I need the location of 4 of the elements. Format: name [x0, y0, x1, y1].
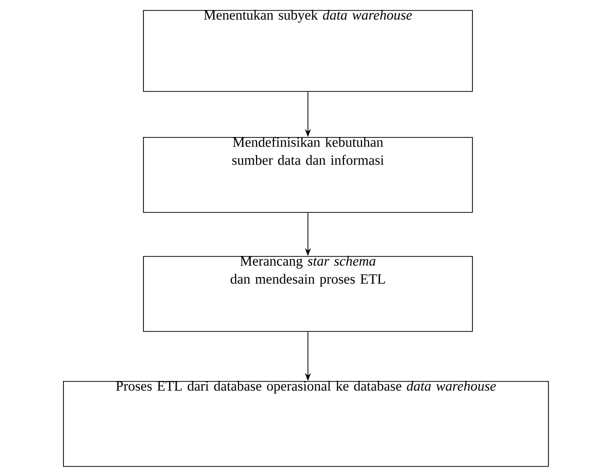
process-box: Mendefinisikan kebutuhan sumber data dan informasi — [143, 136, 473, 213]
process-box: Menentukan subyek data warehouse — [143, 10, 473, 92]
process-box: Merancang star schema dan mendesain proses ETL — [143, 256, 473, 332]
process-box: Proses ETL dari database operasional ke database data warehouse — [63, 380, 549, 467]
